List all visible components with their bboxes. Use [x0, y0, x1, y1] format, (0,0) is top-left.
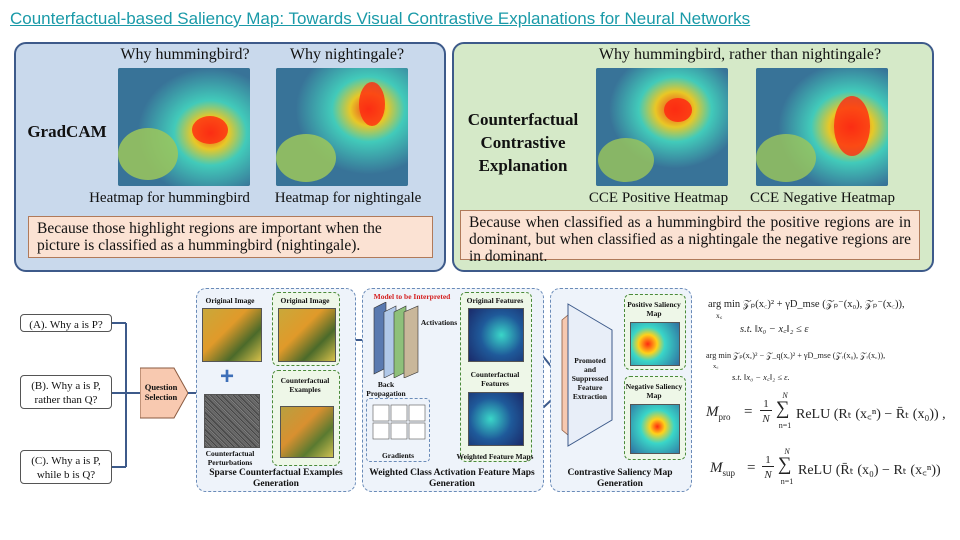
original-image-label-left: Original Image — [205, 296, 255, 305]
cce-label: Counterfactual Contrastive Explanation — [458, 108, 588, 177]
equation-4-rhs: ReLU (R̄ₜ (x₀) − Rₜ (x꜀ⁿ)) — [798, 463, 941, 478]
back-propagation-label: Back Propagation — [366, 380, 406, 398]
original-image-label-right: Original Image — [280, 296, 330, 305]
equation-4-sum-top: N — [784, 447, 790, 456]
equation-4-lhs: Msup — [710, 460, 735, 478]
feature-extraction-block: Promoted and Suppressed Feature Extracti… — [560, 300, 620, 450]
cce-label-line-2: Contrastive — [480, 133, 566, 152]
equation-2-line-2: s.t. ‖x₀ − x꜀‖₂ ≤ ε. — [732, 372, 790, 382]
gradcam-question-1: Why hummingbird? — [120, 46, 250, 63]
positive-saliency-map — [630, 322, 680, 366]
cce-question: Why hummingbird, rather than nightingale… — [598, 46, 882, 63]
equation-3-sum-top: N — [782, 391, 788, 400]
original-image-right — [278, 308, 336, 362]
equation-4-sum: ∑ — [778, 454, 792, 475]
equation-4-symbol: M — [710, 460, 723, 476]
caption-nightingale: Heatmap for nightingale — [274, 190, 422, 206]
counterfactual-perturbations-label: Counterfactual Perturbations — [205, 449, 255, 467]
equation-4-frac-num: 1 — [762, 454, 774, 467]
equation-3-lhs: Mpro — [706, 404, 731, 422]
question-selection-label: Question Selection — [144, 382, 178, 402]
counterfactual-features-map — [468, 392, 524, 446]
weighted-feature-maps-label: Weighted Feature Maps — [456, 452, 534, 461]
caption-cce-positive: CCE Positive Heatmap — [588, 190, 729, 206]
equation-2-variable: x꜀ — [713, 363, 719, 370]
equation-3-symbol: M — [706, 404, 719, 420]
original-image-left — [202, 308, 262, 362]
gradcam-question-2: Why nightingale? — [289, 46, 405, 63]
cce-label-line-3: Explanation — [478, 156, 568, 175]
counterfactual-example-image — [280, 406, 334, 458]
equation-3-frac-num: 1 — [760, 398, 772, 411]
gradcam-explanation: Because those highlight regions are impo… — [28, 216, 433, 258]
equation-3-equals: = — [744, 404, 753, 420]
equation-1-line-1: arg min 𝒵ₚ(x꜀)² + γD_mse (𝒵ₚ⁻(x₀), 𝒵ₚ⁻(x… — [708, 299, 905, 310]
equation-3-sum-bottom: n=1 — [778, 421, 792, 430]
question-selection: Question Selection — [140, 362, 188, 424]
sparse-section-title: Sparse Counterfactual Examples Generatio… — [209, 468, 343, 489]
cce-negative-heatmap — [756, 68, 888, 186]
equation-2-line-1: arg min 𝒵ₚ(x꜀)² − 𝒵_q(x꜀)² + γD_mse (𝒵ᵣ(… — [706, 351, 886, 360]
activations-label: Activations — [420, 318, 458, 327]
question-a: (A). Why a is P? — [20, 314, 112, 332]
counterfactual-examples-label: Counterfactual Examples — [280, 376, 330, 394]
equation-4-equals: = — [747, 460, 756, 476]
equation-4-frac-den: N — [764, 469, 772, 481]
negative-saliency-label: Negative Saliency Map — [625, 382, 683, 400]
gradients-label: Gradients — [381, 451, 415, 460]
heatmap-nightingale — [276, 68, 408, 186]
equation-3-rhs: ReLU (Rₜ (x꜀ⁿ) − R̄ₜ (x₀)) , — [796, 407, 946, 422]
equation-3-frac-den: N — [762, 413, 770, 425]
equation-4-sum-bottom: n=1 — [780, 477, 794, 486]
equation-1-variable: x꜀ — [716, 311, 723, 320]
cce-explanation: Because when classified as a hummingbird… — [460, 210, 920, 265]
model-label: Model to be Interpreted — [373, 292, 451, 301]
caption-cce-negative: CCE Negative Heatmap — [750, 190, 895, 206]
equation-3-sum: ∑ — [776, 398, 790, 419]
caption-hummingbird: Heatmap for hummingbird — [89, 190, 250, 206]
gradients-box: Gradients — [366, 398, 430, 462]
equation-3-subscript: pro — [718, 412, 731, 422]
plus-sign: + — [220, 363, 235, 390]
original-features-label: Original Features — [466, 296, 524, 305]
negative-saliency-map — [630, 404, 680, 454]
cce-label-line-1: Counterfactual — [467, 110, 579, 129]
positive-saliency-label: Positive Saliency Map — [627, 300, 681, 318]
gradcam-label: GradCAM — [27, 122, 107, 141]
feature-extraction-label: Promoted and Suppressed Feature Extracti… — [571, 356, 609, 401]
counterfactual-features-label: Counterfactual Features — [470, 370, 520, 388]
weighted-section-title: Weighted Class Activation Feature Maps G… — [369, 468, 535, 489]
page-title[interactable]: Counterfactual-based Saliency Map: Towar… — [10, 9, 751, 28]
question-c: (C). Why a is P, while b is Q? — [20, 450, 112, 484]
cce-positive-heatmap — [596, 68, 728, 186]
original-features-map — [468, 308, 524, 362]
contrastive-section-title: Contrastive Saliency Map Generation — [567, 468, 673, 489]
model-layers — [372, 301, 422, 379]
equation-1-line-2: s.t. ‖x₀ − x꜀‖₂ ≤ ε — [740, 324, 809, 335]
equation-4-subscript: sup — [722, 468, 736, 478]
counterfactual-perturbations-image — [204, 394, 260, 448]
heatmap-hummingbird — [118, 68, 250, 186]
question-b: (B). Why a is P, rather than Q? — [20, 375, 112, 409]
